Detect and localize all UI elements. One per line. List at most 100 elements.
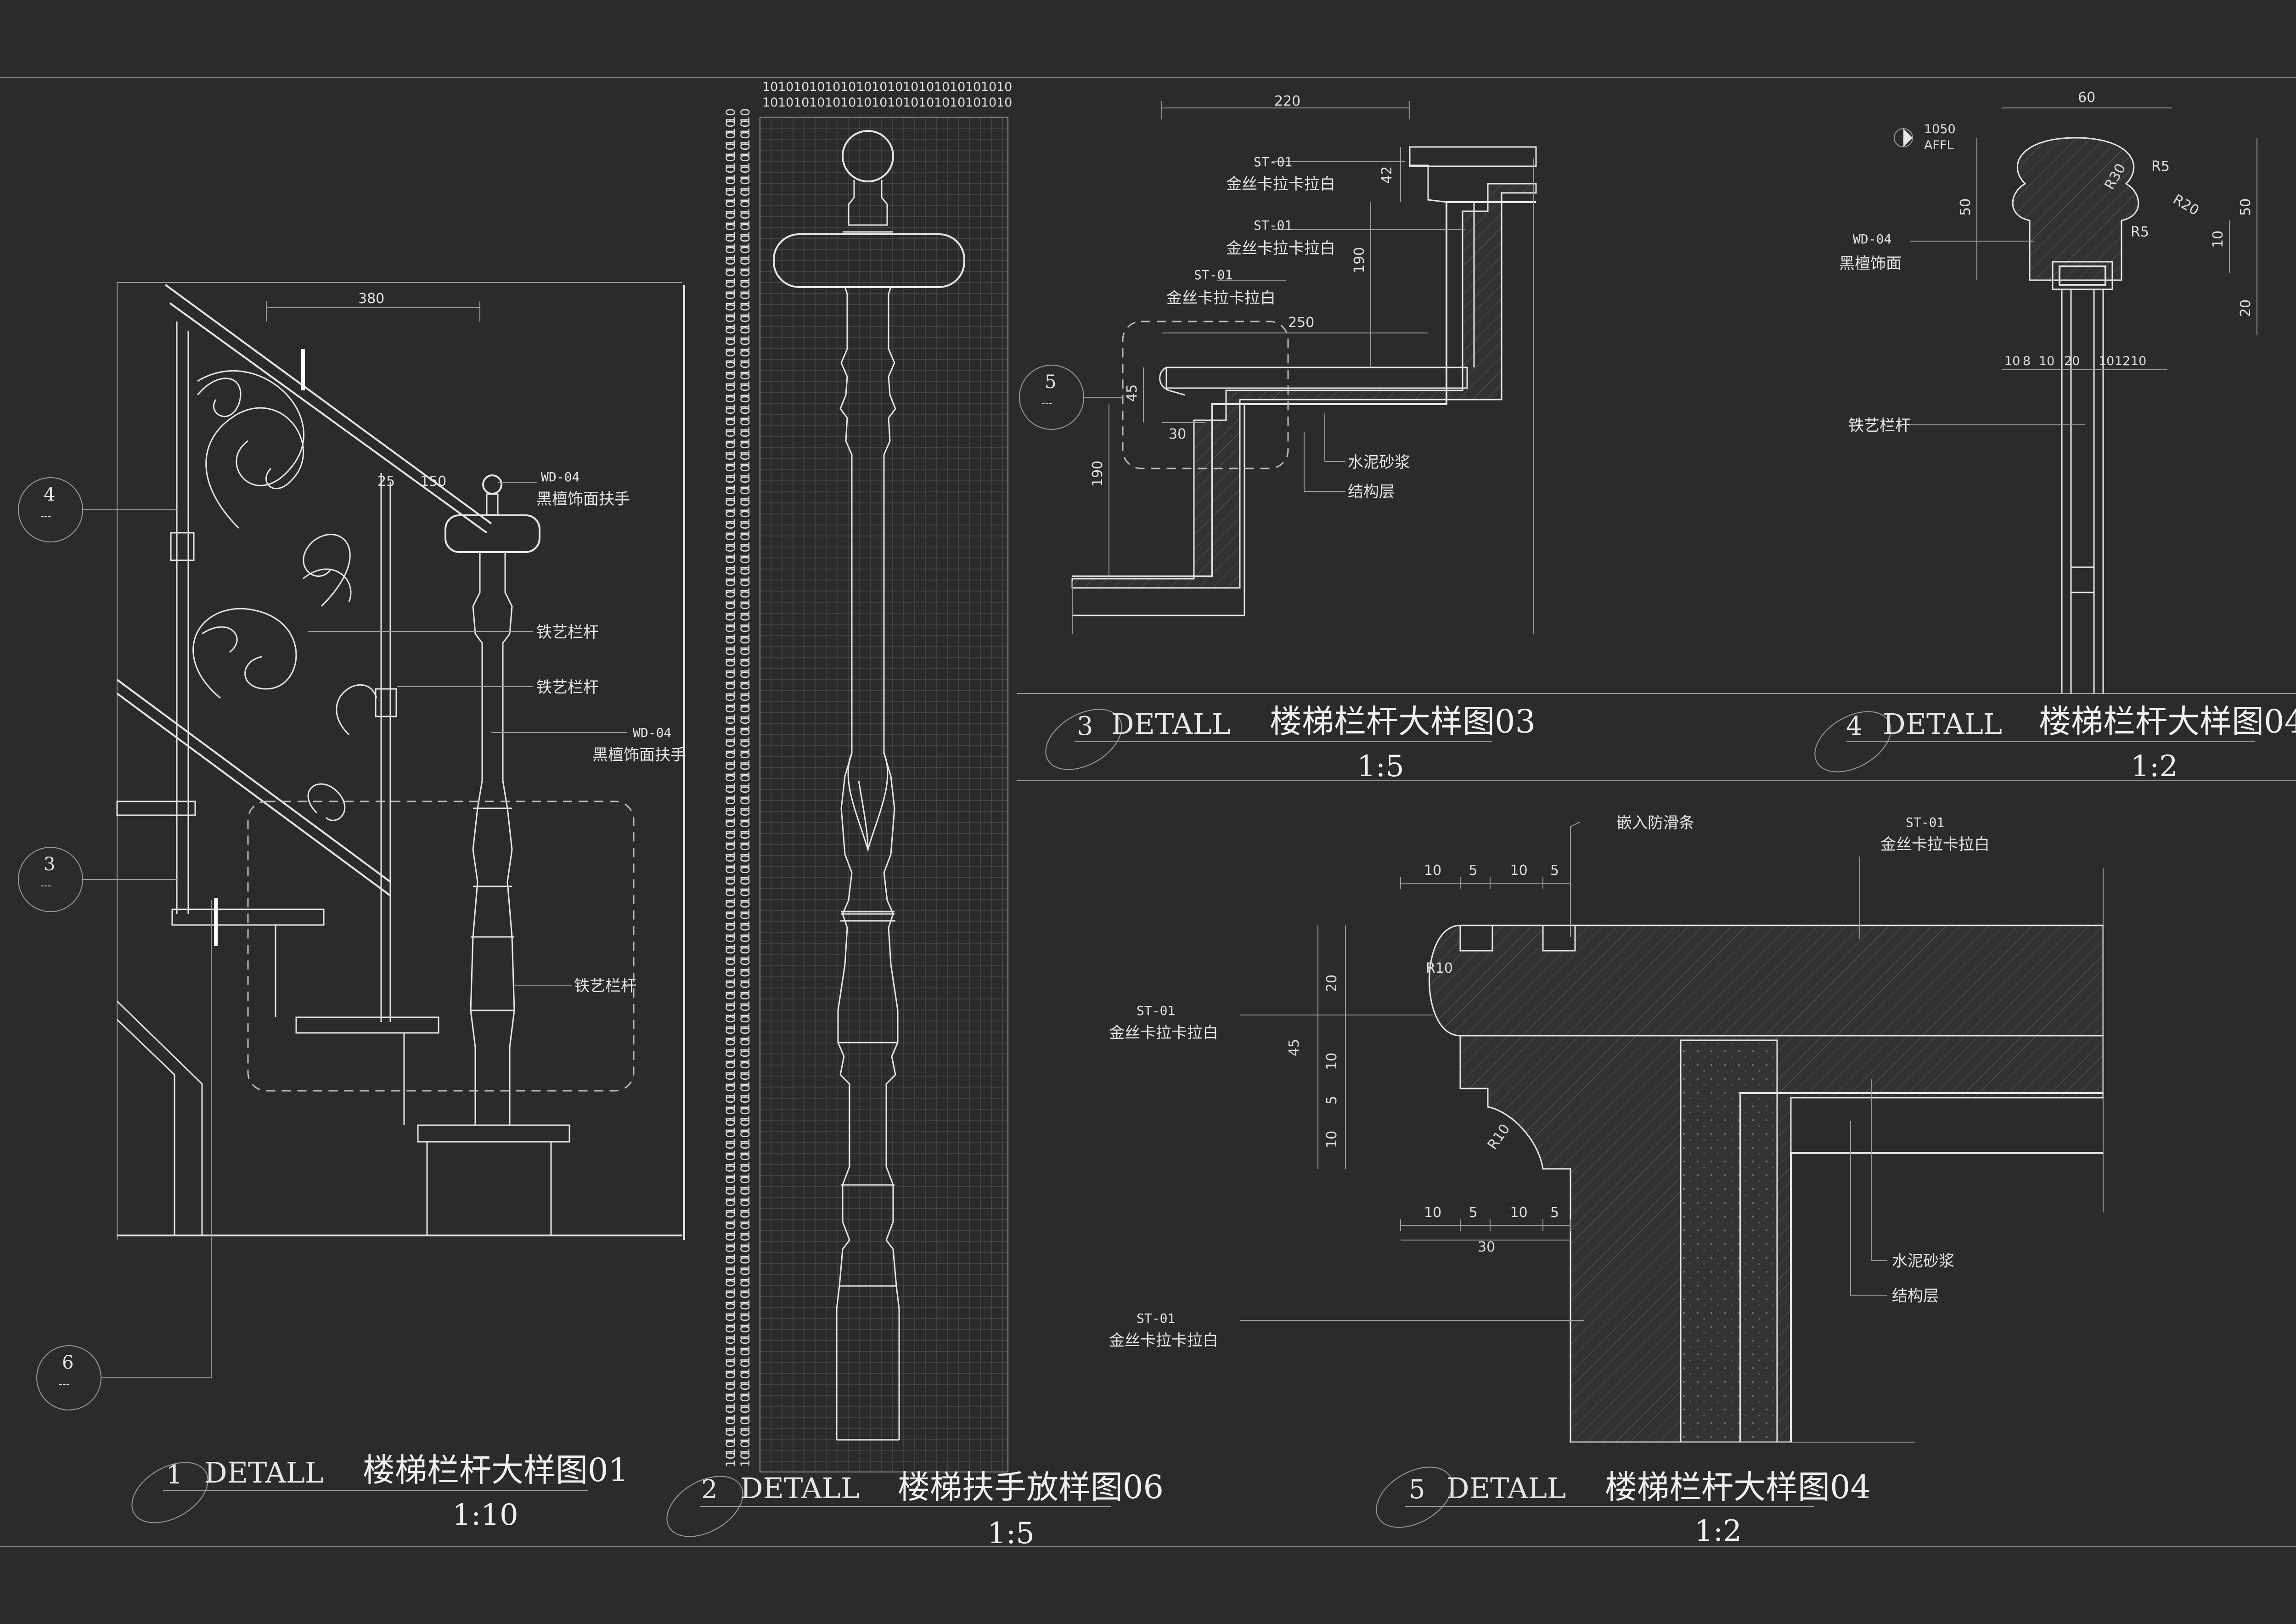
grid-top-label: 10 bbox=[762, 80, 778, 94]
grid-left-label: 10 bbox=[738, 648, 753, 664]
grid-left-label: 10 bbox=[738, 1084, 753, 1100]
grid-left-label: 10 bbox=[724, 614, 738, 629]
grid-left-label: 10 bbox=[738, 556, 753, 572]
grid-top-label: 10 bbox=[856, 96, 872, 110]
grid-left-label: 10 bbox=[724, 556, 738, 572]
grid-left-label: 10 bbox=[724, 958, 738, 974]
grid-left-label: 10 bbox=[738, 1188, 753, 1203]
grid-left-label: 10 bbox=[724, 246, 738, 262]
grid-left-label: 10 bbox=[724, 1188, 738, 1203]
d5-stone-a: 金丝卡拉卡拉白 bbox=[1880, 835, 1990, 854]
detail-2-newel-post-grid: 1010101010101010101010101010101010101010… bbox=[666, 80, 1164, 1551]
grid-left-label: 10 bbox=[724, 832, 738, 847]
detail-4-title: 楼梯栏杆大样图04 bbox=[2039, 703, 2296, 740]
grid-left-label: 10 bbox=[724, 637, 738, 652]
d4-bottom-dim: 20 bbox=[2064, 354, 2080, 368]
grid-left-label: 10 bbox=[724, 1303, 738, 1318]
grid-left-label: 10 bbox=[724, 522, 738, 537]
grid-left-label: 10 bbox=[738, 327, 753, 342]
grid-left-label: 10 bbox=[724, 350, 738, 365]
grid-left-label: 10 bbox=[724, 338, 738, 354]
grid-left-label: 10 bbox=[724, 304, 738, 319]
grid-left-label: 10 bbox=[724, 602, 738, 618]
grid-left-label: 10 bbox=[724, 1084, 738, 1100]
callout-4-number: 4 bbox=[44, 484, 55, 505]
grid-left-label: 10 bbox=[724, 200, 738, 216]
grid-left-label: 10 bbox=[738, 728, 753, 744]
grid-left-label: 10 bbox=[724, 935, 738, 951]
grid-left-label: 10 bbox=[738, 533, 753, 549]
dim-150: 150 bbox=[420, 474, 446, 490]
grid-left-label: 10 bbox=[724, 384, 738, 400]
grid-left-label: 10 bbox=[724, 1325, 738, 1341]
grid-left-label: 10 bbox=[724, 866, 738, 882]
grid-left-label: 10 bbox=[724, 763, 738, 778]
grid-left-label: 10 bbox=[724, 1268, 738, 1284]
grid-left-label: 10 bbox=[738, 1107, 753, 1123]
grid-top-label: 10 bbox=[918, 80, 934, 94]
d5-dim-45: 45 bbox=[1286, 1039, 1302, 1056]
grid-left-label: 10 bbox=[738, 1153, 753, 1169]
grid-left-label: 10 bbox=[724, 395, 738, 411]
d3-dim-190a: 190 bbox=[1351, 247, 1367, 273]
callout-4-sub: --- bbox=[40, 510, 51, 522]
d5-stone-b: 金丝卡拉卡拉白 bbox=[1109, 1024, 1218, 1042]
handrail-label-a: 黑檀饰面扶手 bbox=[536, 490, 630, 508]
grid-top-label: 10 bbox=[934, 80, 950, 94]
baluster-label-a: 铁艺栏杆 bbox=[536, 623, 599, 642]
baluster-label-b: 铁艺栏杆 bbox=[536, 678, 599, 697]
grid-left-label: 10 bbox=[738, 1417, 753, 1433]
grid-left-label: 10 bbox=[724, 889, 738, 905]
grid-left-label: 10 bbox=[724, 1222, 738, 1238]
grid-left-label: 10 bbox=[738, 1348, 753, 1364]
d5-st01-b: ST-01 bbox=[1137, 1003, 1175, 1018]
wd04-code-a: WD-04 bbox=[541, 469, 580, 485]
d4-r5a: R5 bbox=[2151, 158, 2170, 175]
grid-left-label: 10 bbox=[738, 602, 753, 618]
d4-dim-50b: 50 bbox=[2238, 198, 2254, 216]
grid-left-label: 10 bbox=[738, 1429, 753, 1444]
grid-left-label: 10 bbox=[738, 292, 753, 308]
d5-stone-c: 金丝卡拉卡拉白 bbox=[1109, 1331, 1218, 1350]
grid-left-label: 10 bbox=[738, 1394, 753, 1410]
baluster-label-c: 铁艺栏杆 bbox=[574, 977, 636, 995]
grid-left-label: 10 bbox=[724, 235, 738, 250]
d5-mortar: 水泥砂浆 bbox=[1892, 1252, 1954, 1270]
grid-left-label: 10 bbox=[724, 1452, 738, 1467]
d5-dim-10a: 10 bbox=[1324, 1053, 1340, 1070]
detail-3-scale: 1:5 bbox=[1357, 750, 1404, 784]
grid-left-label: 10 bbox=[724, 728, 738, 744]
d3-dim-30: 30 bbox=[1169, 426, 1186, 442]
grid-left-label: 10 bbox=[724, 487, 738, 503]
grid-left-label: 10 bbox=[724, 797, 738, 813]
grid-left-label: 10 bbox=[738, 820, 753, 836]
grid-left-label: 10 bbox=[738, 1314, 753, 1330]
grid-top-label: 10 bbox=[887, 80, 903, 94]
grid-left-label: 10 bbox=[738, 407, 753, 423]
grid-left-label: 10 bbox=[724, 108, 738, 124]
d3-structure: 结构层 bbox=[1348, 483, 1395, 501]
grid-left-label: 10 bbox=[738, 901, 753, 916]
grid-left-label: 10 bbox=[738, 223, 753, 239]
d4-dim-50a: 50 bbox=[1958, 198, 1974, 216]
d5-r10b: R10 bbox=[1485, 1121, 1514, 1152]
grid-left-label: 10 bbox=[724, 1360, 738, 1376]
d5-antislip: 嵌入防滑条 bbox=[1616, 814, 1694, 832]
grid-top-label: 10 bbox=[793, 80, 809, 94]
grid-left-label: 10 bbox=[724, 912, 738, 928]
detail-5-title: 楼梯栏杆大样图04 bbox=[1605, 1468, 1871, 1506]
d3-dim-250: 250 bbox=[1288, 315, 1314, 331]
grid-left-label: 10 bbox=[724, 1038, 738, 1054]
grid-left-label: 10 bbox=[724, 648, 738, 664]
d5-dim-10b: 10 bbox=[1324, 1131, 1340, 1148]
grid-left-label: 10 bbox=[738, 1165, 753, 1180]
d5-st01-c: ST-01 bbox=[1137, 1311, 1175, 1326]
detail-2-number: 2 bbox=[701, 1475, 718, 1505]
grid-left-label: 10 bbox=[724, 1245, 738, 1261]
detail-3-word: DETALL bbox=[1111, 707, 1231, 741]
grid-top-label: 10 bbox=[825, 96, 840, 110]
grid-left-label: 10 bbox=[738, 958, 753, 974]
d4-baluster: 铁艺栏杆 bbox=[1848, 417, 1911, 435]
d5-dim-20: 20 bbox=[1324, 975, 1340, 992]
sheet-frame bbox=[0, 77, 2296, 1547]
